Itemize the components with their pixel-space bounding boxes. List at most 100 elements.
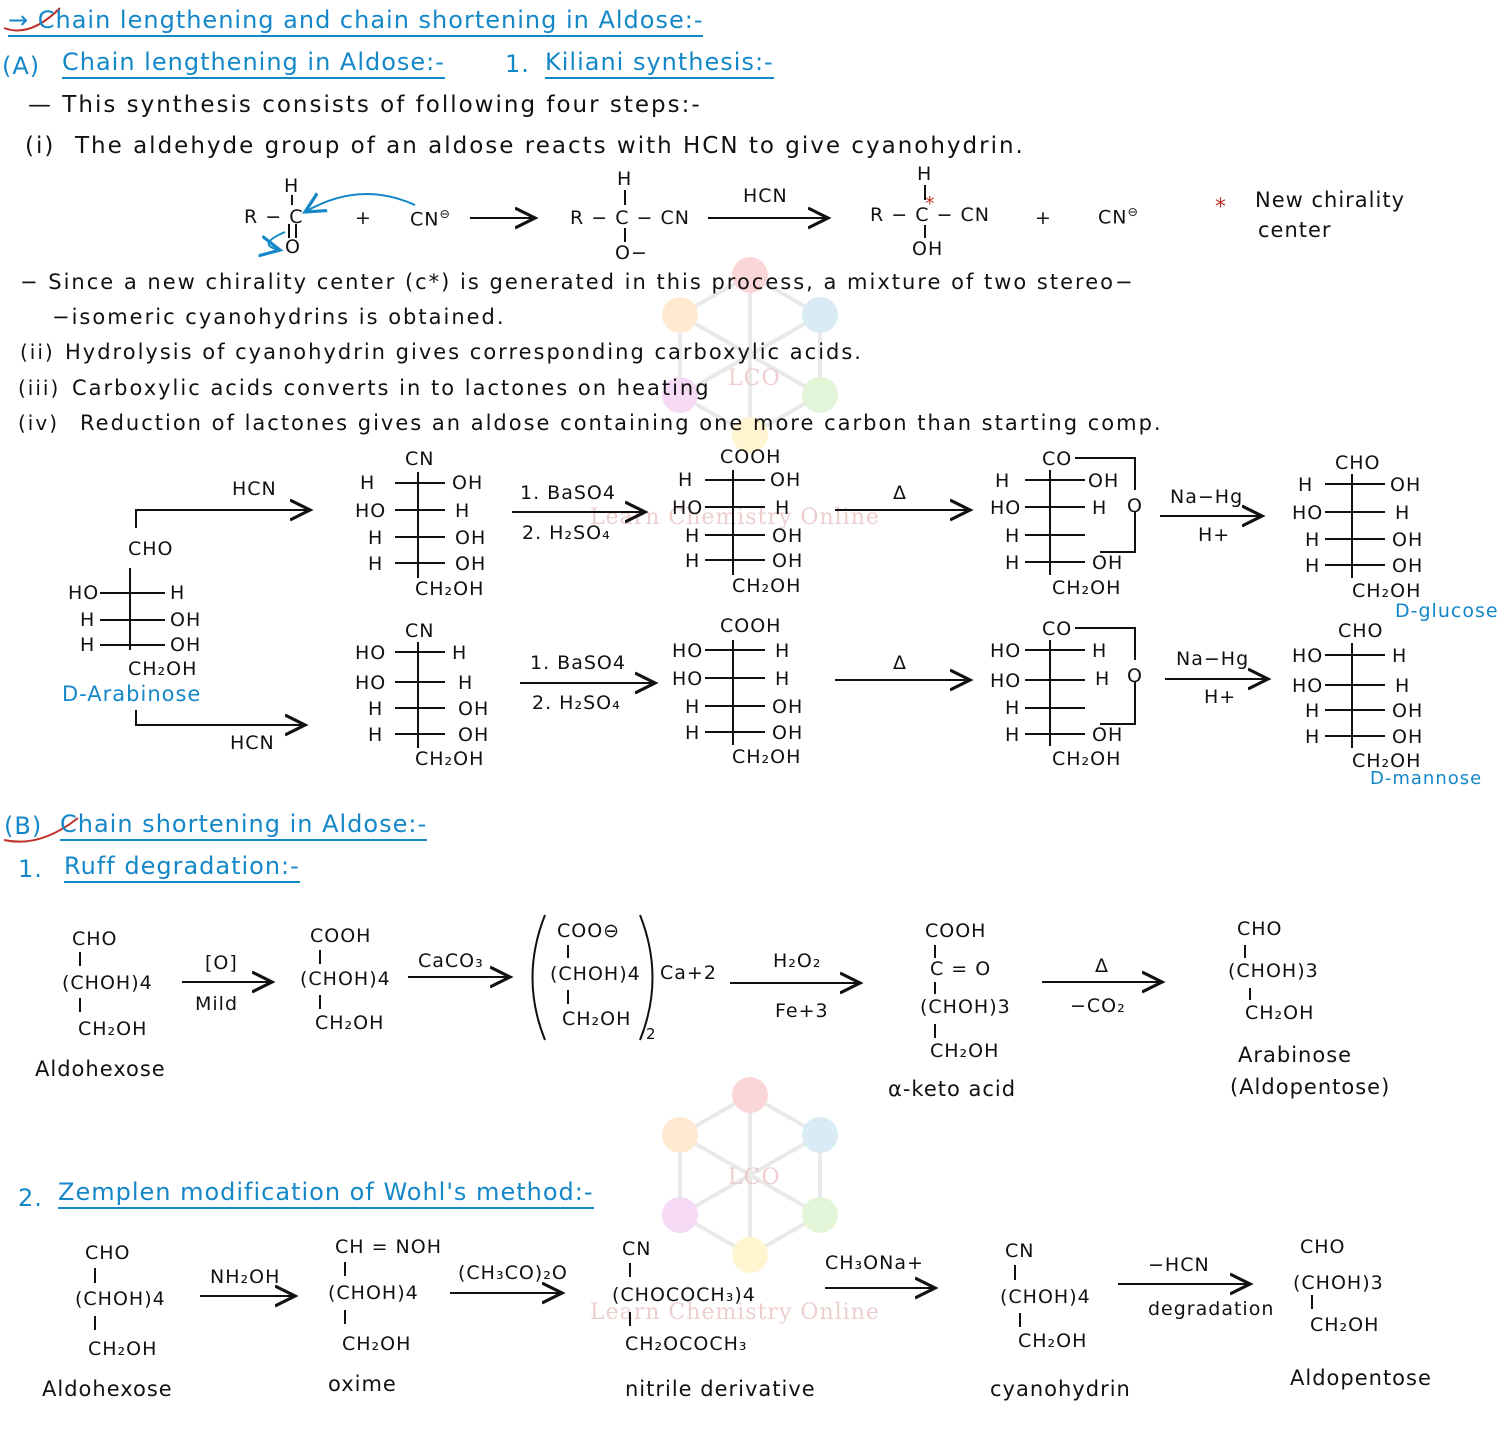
lower-reagent-2: 2. H₂SO₄ <box>532 692 621 714</box>
zemplen-c4-mid: (CHOH)4 <box>1000 1286 1091 1308</box>
lower-cn-r3l: H <box>368 698 384 720</box>
mannose-r2r: H <box>1395 675 1411 697</box>
lower-lactone-r1l: HO <box>990 640 1022 662</box>
upper-cn-r1r: OH <box>452 472 484 494</box>
ruff-c3-calcium: Ca+2 <box>660 962 717 984</box>
mech-o-minus: O− <box>615 242 648 264</box>
lower-reagent-1: 1. BaSO4 <box>530 652 626 674</box>
hcn-top-label: HCN <box>232 478 277 500</box>
zemplen-c2-bot: CH₂OH <box>342 1333 412 1355</box>
zemplen-c4-name: cyanohydrin <box>990 1377 1131 1401</box>
upper-acid-r2l: HO <box>672 497 704 519</box>
mannose-r3r: OH <box>1392 700 1424 722</box>
lower-cn-r1l: HO <box>355 642 387 664</box>
arabinose-r3-left: H <box>80 634 96 656</box>
mech-h-3: H <box>917 163 933 185</box>
glucose-r2l: HO <box>1292 502 1324 524</box>
note-new-chirality: New chirality <box>1255 188 1406 212</box>
kiliani-heading: Kiliani synthesis:- <box>545 48 774 79</box>
glucose-r1r: OH <box>1390 474 1422 496</box>
hcn-bottom-label: HCN <box>230 732 275 754</box>
note-star: * <box>1215 195 1227 220</box>
page-title: → Chain lengthening and chain shortening… <box>8 6 704 37</box>
lower-lactone-r4r: OH <box>1092 724 1124 746</box>
upper-acid-r1r: OH <box>770 469 802 491</box>
arabinose-r1-left: HO <box>68 582 100 604</box>
lower-cn-top: CN <box>405 620 435 642</box>
ruff-number: 1. <box>18 855 43 883</box>
lower-nahg: Na−Hg <box>1176 648 1250 670</box>
lower-acid-bottom: CH₂OH <box>732 746 802 768</box>
lower-acid-r4l: H <box>685 722 701 744</box>
mech-cn: CN⊖ <box>410 207 451 231</box>
ruff-c4-name: α-keto acid <box>888 1077 1017 1101</box>
glucose-r2r: H <box>1395 502 1411 524</box>
step-4-text: Reduction of lactones gives an aldose co… <box>80 411 1163 435</box>
ruff-heading: Ruff degradation:- <box>64 852 300 883</box>
lower-acid-r4r: OH <box>772 722 804 744</box>
upper-lactone-ring-o: O <box>1127 495 1143 517</box>
ruff-c1-name: Aldohexose <box>35 1057 166 1081</box>
upper-cn-r2l: HO <box>355 500 387 522</box>
step-3-number: (iii) <box>18 376 61 400</box>
ruff-c5-name2: (Aldopentose) <box>1230 1075 1391 1099</box>
since-line-1: − Since a new chirality center (c*) is g… <box>20 270 1135 294</box>
upper-hplus: H+ <box>1198 524 1231 546</box>
upper-acid-r1l: H <box>678 469 694 491</box>
lower-lactone-r4l: H <box>1005 724 1021 746</box>
ruff-r1-bot: Mild <box>195 993 239 1015</box>
zemplen-r1-top: NH₂OH <box>210 1266 281 1288</box>
mannose-name: D-mannose <box>1370 768 1483 789</box>
step-1-text: The aldehyde group of an aldose reacts w… <box>75 133 1025 159</box>
upper-lactone-r1l: H <box>995 470 1011 492</box>
mannose-r1l: HO <box>1292 645 1324 667</box>
ruff-c3-bot: CH₂OH <box>562 1008 632 1030</box>
watermark-lco-2: LCO <box>728 1165 781 1190</box>
upper-cn-r3r: OH <box>455 527 487 549</box>
lower-cn-bottom: CH₂OH <box>415 748 485 770</box>
lower-acid-r1l: HO <box>672 640 704 662</box>
glucose-bottom: CH₂OH <box>1352 580 1422 602</box>
zemplen-r4-bot: degradation <box>1148 1298 1275 1320</box>
since-line-2: −isomeric cyanohydrins is obtained. <box>52 305 506 329</box>
zemplen-c5-top: CHO <box>1300 1236 1346 1258</box>
mannose-bottom: CH₂OH <box>1352 750 1422 772</box>
lower-acid-r3r: OH <box>772 696 804 718</box>
lco-logo-watermark-bottom <box>662 1077 838 1273</box>
upper-lactone-r1r: OH <box>1088 470 1120 492</box>
section-a-heading: Chain lengthening in Aldose:- <box>62 48 445 79</box>
mannose-r4r: OH <box>1392 726 1424 748</box>
mech-oh: OH <box>912 238 944 260</box>
zemplen-r3-top: CH₃ONa+ <box>825 1252 924 1274</box>
arabinose-top: CHO <box>128 538 174 560</box>
upper-lactone-r4l: H <box>1005 552 1021 574</box>
zemplen-r4-top: −HCN <box>1148 1254 1210 1276</box>
upper-reagent-1: 1. BaSO4 <box>520 482 616 504</box>
zemplen-c3-name: nitrile derivative <box>625 1377 816 1401</box>
mannose-r4l: H <box>1305 726 1321 748</box>
kiliani-intro: — This synthesis consists of following f… <box>28 92 702 118</box>
lower-acid-top: COOH <box>720 615 782 637</box>
upper-lactone-r2l: HO <box>990 497 1022 519</box>
lower-cn-r2r: H <box>458 672 474 694</box>
lower-lactone-ring-o: O <box>1127 665 1143 687</box>
ruff-c1-mid: (CHOH)4 <box>62 972 153 994</box>
ruff-c3-mid: (CHOH)4 <box>550 963 641 985</box>
ruff-c2-bot: CH₂OH <box>315 1012 385 1034</box>
mech-cn-regenerated: CN⊖ <box>1098 205 1139 229</box>
ruff-c4-mid: C = O <box>930 958 992 980</box>
lower-acid-r2l: HO <box>672 668 704 690</box>
upper-acid-top: COOH <box>720 446 782 468</box>
lower-acid-r2r: H <box>775 668 791 690</box>
lower-lactone-r1r: H <box>1092 640 1108 662</box>
upper-acid-r4l: H <box>685 550 701 572</box>
mech-alkoxide: R − C − CN <box>570 207 690 229</box>
upper-lactone-r3l: H <box>1005 525 1021 547</box>
zemplen-c1-bot: CH₂OH <box>88 1338 158 1360</box>
upper-lactone-bottom: CH₂OH <box>1052 577 1122 599</box>
lower-lactone-bottom: CH₂OH <box>1052 748 1122 770</box>
upper-cn-r2r: H <box>455 500 471 522</box>
lower-lactone-top: CO <box>1042 618 1073 640</box>
upper-acid-r4r: OH <box>772 550 804 572</box>
